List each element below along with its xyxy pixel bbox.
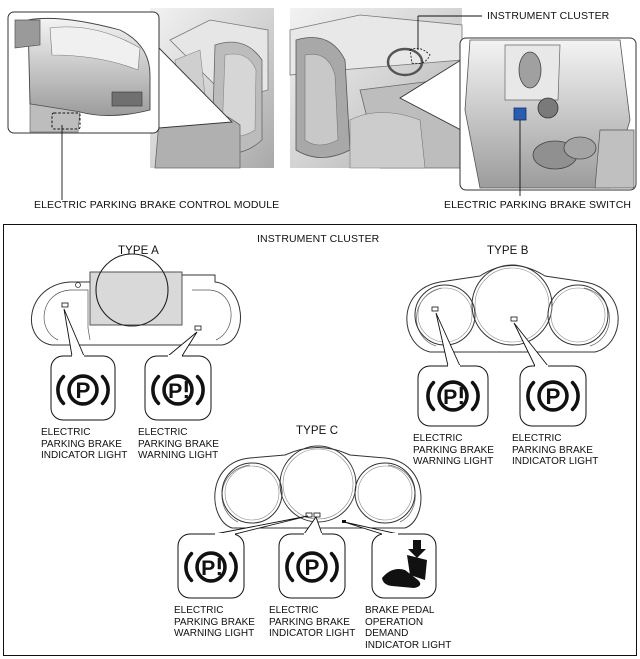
- brake-pedal-demand-icon: [382, 540, 427, 588]
- type-a-title: TYPE A: [118, 245, 159, 257]
- cluster-frame: [3, 224, 637, 656]
- instrument-cluster-label: INSTRUMENT CLUSTER: [487, 10, 610, 22]
- type-b-cluster: [406, 264, 619, 353]
- type-b-title: TYPE B: [487, 245, 529, 257]
- instrument-cluster-marker: [409, 47, 431, 65]
- type-a-cluster: [30, 253, 241, 346]
- inset-callout-left: [158, 46, 233, 129]
- inset-parking-brake-switch: [459, 37, 637, 191]
- parking-brake-switch-label: ELECTRIC PARKING BRAKE SWITCH: [444, 199, 632, 211]
- interior-illustration-middle: [289, 8, 463, 169]
- control-module-label: ELECTRIC PARKING BRAKE CONTROL MODULE: [34, 199, 280, 211]
- frame-title: INSTRUMENT CLUSTER: [257, 233, 380, 245]
- type-c-title: TYPE C: [296, 425, 339, 437]
- inset-control-module: [7, 11, 160, 134]
- type-c-cluster: [214, 445, 422, 529]
